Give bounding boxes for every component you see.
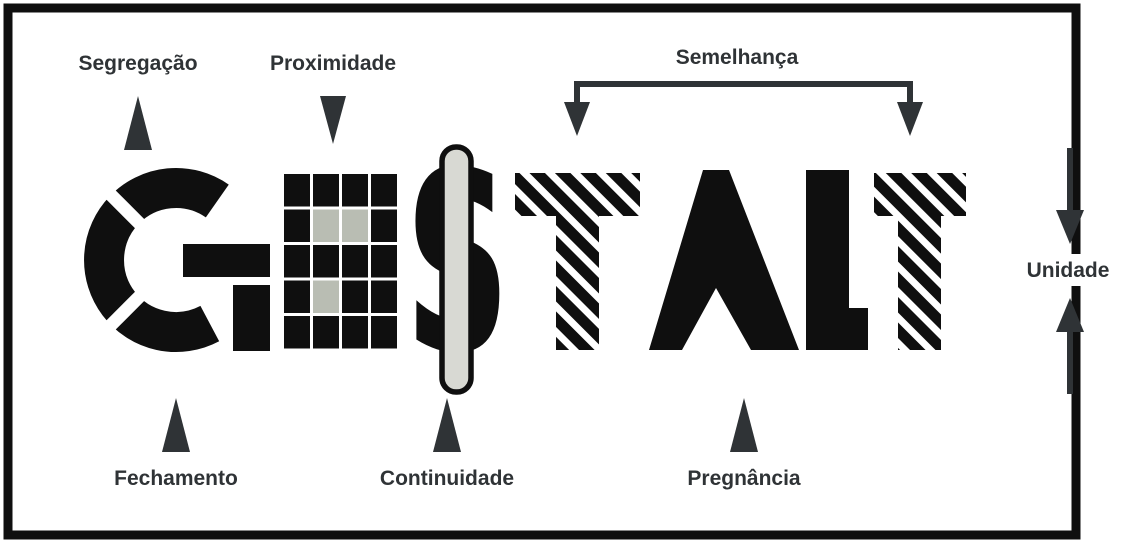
e-grid-cell xyxy=(313,316,339,349)
letter-t-striped-1 xyxy=(515,173,640,350)
letter-g xyxy=(84,168,270,352)
e-grid-cell xyxy=(342,245,368,278)
letter-t-striped-2 xyxy=(874,173,966,350)
semelhanca-bracket xyxy=(574,81,913,104)
e-grid-cell xyxy=(284,280,310,313)
e-grid-cell xyxy=(371,280,397,313)
label-proximidade: Proximidade xyxy=(270,52,396,75)
e-grid-cell xyxy=(371,316,397,349)
e-grid-cell xyxy=(342,174,368,207)
unidade-label-backing xyxy=(1018,254,1118,286)
continuity-bar xyxy=(439,144,474,395)
letter-l xyxy=(806,170,868,350)
label-segregacao: Segregação xyxy=(78,52,197,75)
pregnancia-arrow-up-icon xyxy=(730,398,758,452)
e-grid-cell xyxy=(284,209,310,242)
letter-g-spur xyxy=(233,285,270,351)
letter-e-grid xyxy=(284,174,397,349)
e-grid-cell xyxy=(371,174,397,207)
letter-g-arc xyxy=(84,168,229,352)
e-grid-cell xyxy=(284,174,310,207)
letter-g-crossbar xyxy=(183,244,270,277)
letter-g-gap-upper xyxy=(92,176,158,242)
letter-s: S xyxy=(405,120,510,408)
e-grid-cell xyxy=(371,209,397,242)
e-grid-cell xyxy=(284,316,310,349)
e-grid-cell xyxy=(342,316,368,349)
letter-g-gap-lower xyxy=(92,278,158,344)
fechamento-arrow-up-icon xyxy=(162,398,190,452)
e-grid-cell xyxy=(313,245,339,278)
e-grid-cell xyxy=(342,280,368,313)
semelhanca-arrow-right-icon xyxy=(897,102,923,136)
unidade-arrow-down-icon xyxy=(1056,210,1084,244)
semelhanca-arrow-left-icon xyxy=(564,102,590,136)
e-grid-cell xyxy=(284,245,310,278)
segregacao-arrow-up-icon xyxy=(124,96,152,150)
label-pregnancia: Pregnância xyxy=(687,467,801,490)
e-grid-cell xyxy=(371,245,397,278)
e-grid-cell xyxy=(313,280,339,313)
label-fechamento: Fechamento xyxy=(114,467,238,490)
e-grid-cell xyxy=(342,209,368,242)
e-grid-cell xyxy=(313,209,339,242)
continuidade-arrow-up-icon xyxy=(433,398,461,452)
unidade-arrow-up-icon xyxy=(1056,298,1084,332)
letter-a xyxy=(649,170,799,350)
proximidade-arrow-down-icon xyxy=(320,96,346,144)
label-semelhanca: Semelhança xyxy=(676,46,799,69)
label-unidade: Unidade xyxy=(1027,259,1110,282)
label-continuidade: Continuidade xyxy=(380,467,514,490)
e-grid-cell xyxy=(313,174,339,207)
